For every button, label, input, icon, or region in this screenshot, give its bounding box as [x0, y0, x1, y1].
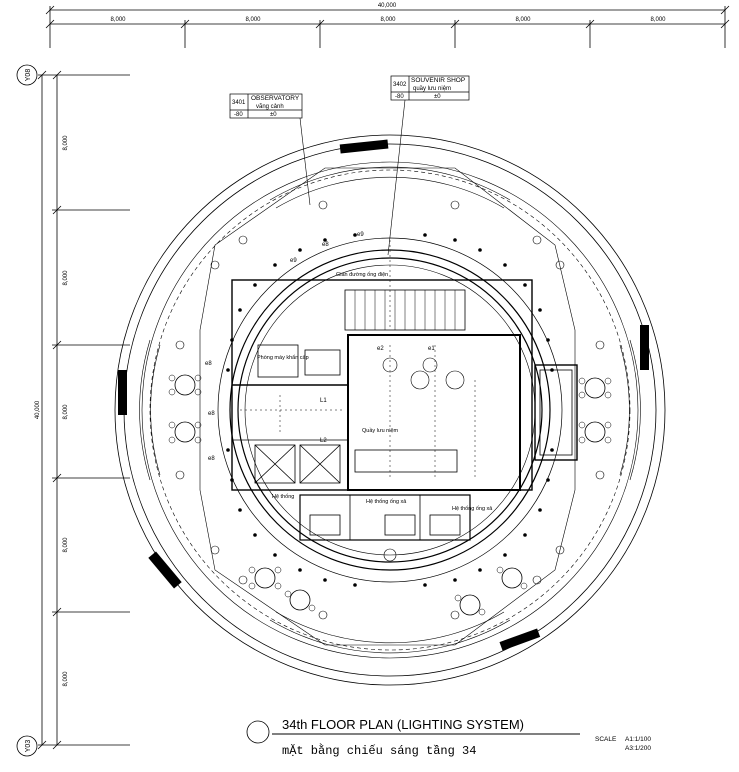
- scale-a3: A3:1/200: [625, 745, 651, 752]
- room-mech-right: Hệ thống ống xả: [452, 506, 493, 512]
- room-mech-center: Hệ thống ống xả: [366, 499, 407, 505]
- outer-walls: [114, 134, 666, 686]
- souvenir-level-left: -80: [395, 94, 404, 100]
- observatory-level-left: -80: [234, 112, 243, 118]
- observatory-tag: [229, 93, 303, 119]
- left-dim-2: 8,000: [63, 270, 69, 286]
- top-dim-4: 8,000: [515, 17, 531, 23]
- drawing-title: 34th FLOOR PLAN (LIGHTING SYSTEM): [282, 717, 524, 732]
- room-mech-left: Hệ thống: [272, 494, 294, 500]
- fixture-label-e8-d: e8: [208, 456, 215, 462]
- top-dimension-lines: [45, 5, 730, 48]
- top-dim-5: 8,000: [650, 17, 666, 23]
- fixture-label-e8-c: e8: [205, 361, 212, 367]
- overall-left-dim: 40,000: [35, 400, 41, 419]
- fixture-label-e8-a: e8: [322, 242, 329, 248]
- observatory-name-vi: vãng cảnh: [256, 104, 284, 110]
- glazing-panels: [118, 139, 649, 651]
- dining-tables: [168, 374, 612, 616]
- observatory-level-right: ±0: [270, 112, 277, 118]
- fixture-label-l1: L1: [320, 398, 327, 404]
- room-souvenir-counter: Quầy lưu niệm: [362, 428, 399, 434]
- fixture-label-l2: L2: [320, 438, 327, 444]
- grid-label-top: Y08: [25, 69, 32, 82]
- lighting-circuit-inner: [240, 240, 476, 480]
- souvenir-level-right: ±0: [434, 94, 441, 100]
- souvenir-code: 3402: [393, 82, 407, 88]
- lighting-circuit-outer: [199, 167, 576, 646]
- tag-leaders: [299, 99, 406, 256]
- left-dim-1: 8,000: [63, 135, 69, 151]
- souvenir-tag: [390, 75, 470, 101]
- fixture-label-e1: e1: [428, 346, 435, 352]
- fixture-label-e8-b: e8: [208, 411, 215, 417]
- fixture-label-e2: e2: [377, 346, 384, 352]
- left-dim-3: 8,000: [63, 404, 69, 420]
- room-pump: Phòng máy khẩn cấp: [257, 354, 309, 361]
- top-dim-2: 8,000: [245, 17, 261, 23]
- fixture-label-e9-a: e9: [357, 232, 364, 238]
- seating-rails: [139, 166, 641, 654]
- scale-label: SCALE: [595, 736, 617, 743]
- top-dim-3: 8,000: [380, 17, 396, 23]
- fixture-label-e9-b: e9: [290, 258, 297, 264]
- overall-top-dim: 40,000: [378, 3, 397, 9]
- observatory-code: 3401: [232, 100, 246, 106]
- left-dim-5: 8,000: [63, 671, 69, 687]
- left-dimension-lines: [37, 70, 130, 750]
- core-block: [231, 279, 578, 541]
- souvenir-name-vi: quầy lưu niệm: [413, 86, 451, 92]
- grid-bubble-top: [16, 64, 38, 86]
- room-electrical-shaft: Gian đường ống điện: [336, 272, 388, 278]
- observatory-name-en: OBSERVATORY: [251, 95, 300, 102]
- souvenir-name-en: SOUVENIR SHOP: [411, 77, 465, 84]
- scale-a1: A1:1/100: [625, 736, 651, 743]
- left-dim-4: 8,000: [63, 537, 69, 553]
- drawing-subtitle: mẶt bằng chiếu sáng tầng 34: [282, 742, 476, 758]
- top-dim-1: 8,000: [110, 17, 126, 23]
- fixture-dots: [226, 233, 554, 587]
- title-bubble: [246, 720, 270, 744]
- light-fixtures: [175, 200, 605, 620]
- grid-bubble-bottom: [16, 735, 38, 757]
- grid-label-bottom: Y03: [25, 740, 32, 753]
